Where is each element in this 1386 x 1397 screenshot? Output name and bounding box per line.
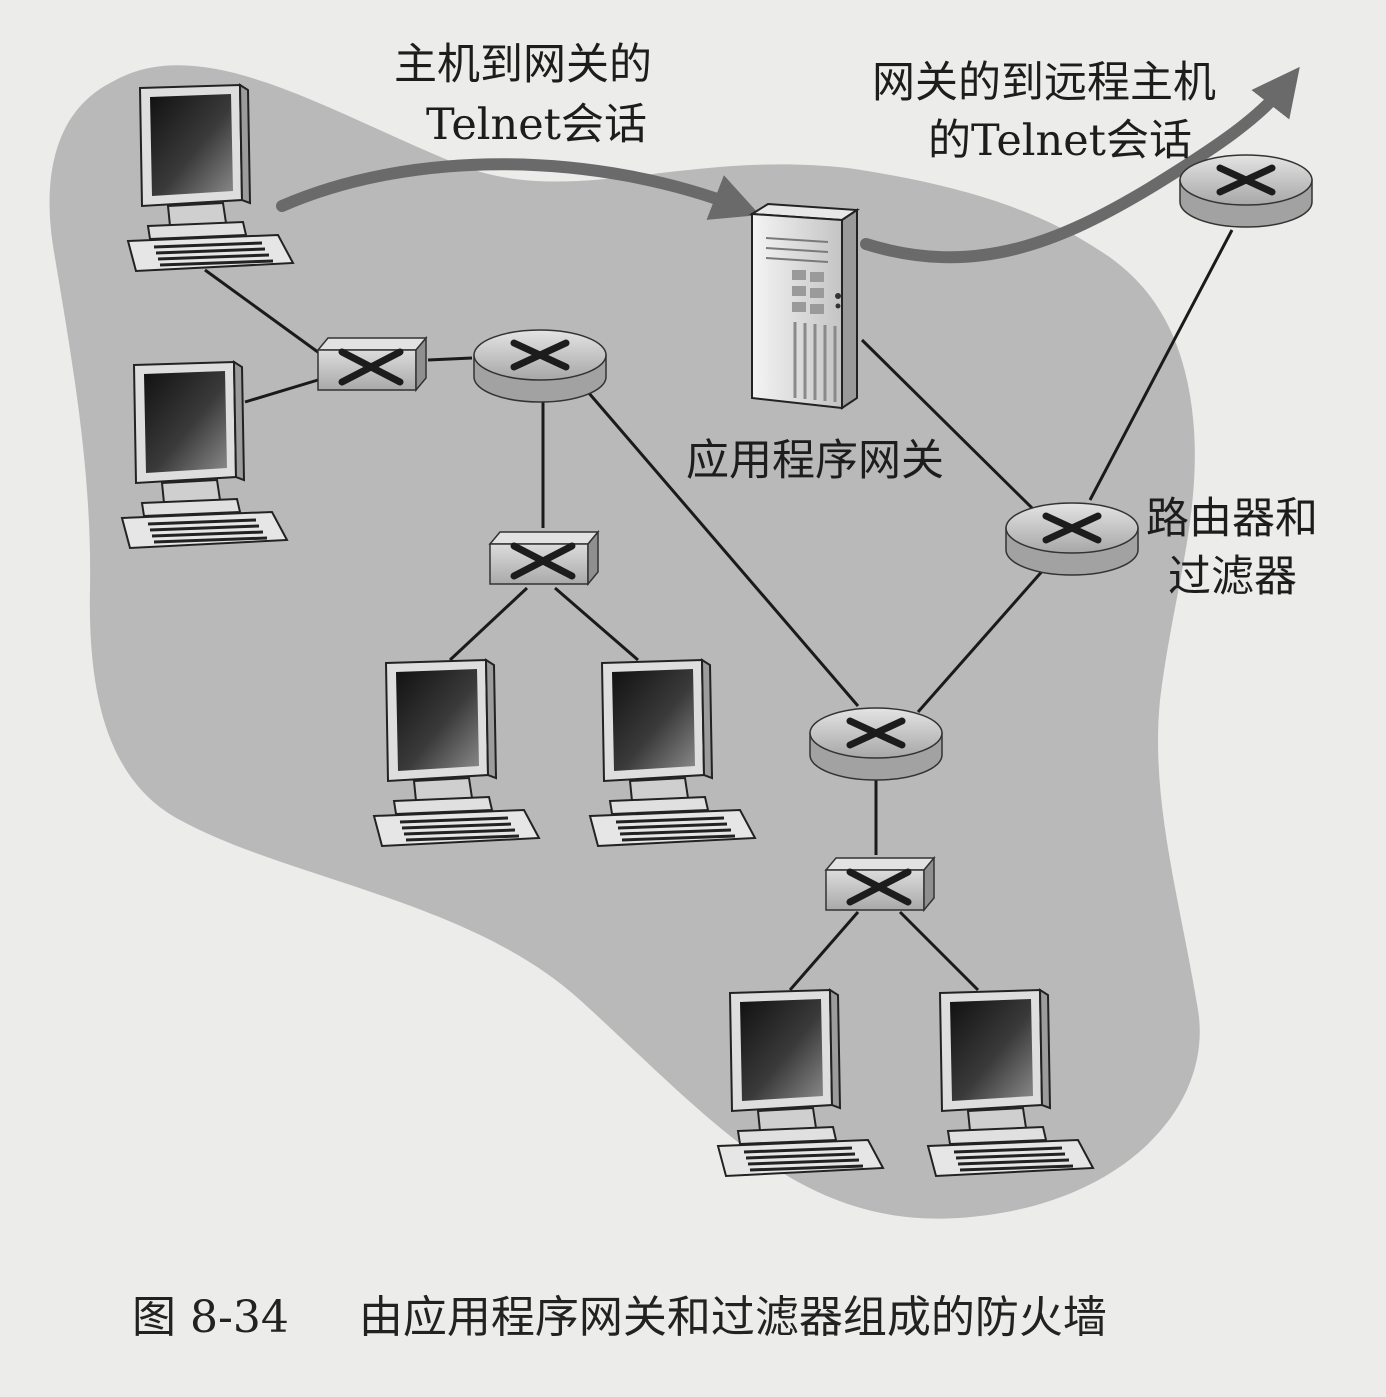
application-gateway-server-icon (748, 202, 861, 410)
switch-2 (490, 532, 598, 584)
link-server-router2 (860, 338, 1034, 510)
link-switch1-router1 (427, 356, 473, 362)
host-to-gateway-label-line2: Telnet会话 (426, 100, 647, 150)
router-filter-label-line1: 路由器和 (1146, 494, 1318, 544)
link-pc1-switch1 (204, 268, 323, 357)
switch-1 (318, 338, 426, 390)
link-switch2-pc3 (448, 586, 529, 662)
host-to-gateway-label-line1: 主机到网关的 (394, 40, 652, 90)
router-filter-label-line2: 过滤器 (1168, 552, 1297, 602)
figure-caption: 图 8-34 由应用程序网关和过滤器组成的防火墙 (132, 1290, 1107, 1346)
router-filter (1006, 503, 1138, 575)
figure-number: 图 8-34 (132, 1292, 289, 1343)
network-links (204, 229, 1234, 992)
link-switch2-pc4 (554, 586, 639, 662)
link-switch3-pc6 (898, 910, 980, 992)
link-router2-router4 (1088, 229, 1234, 501)
router-3 (810, 708, 942, 780)
link-router2-router3 (916, 567, 1047, 713)
link-switch3-pc5 (788, 911, 860, 991)
router-remote (1180, 155, 1312, 227)
link-router1-router3 (586, 391, 860, 707)
telnet-session-arrow-gateway-to-remote (860, 66, 1300, 264)
router-1 (474, 330, 606, 402)
figure-title: 由应用程序网关和过滤器组成的防火墙 (358, 1292, 1107, 1343)
telnet-session-arrow-host-to-gateway (276, 158, 760, 220)
application-gateway-label: 应用程序网关 (686, 436, 944, 486)
gateway-to-remote-label-line2: 的Telnet会话 (928, 116, 1192, 166)
switch-3 (826, 858, 934, 910)
link-pc2-switch1 (244, 378, 319, 404)
gateway-to-remote-label-line1: 网关的到远程主机 (872, 58, 1216, 108)
